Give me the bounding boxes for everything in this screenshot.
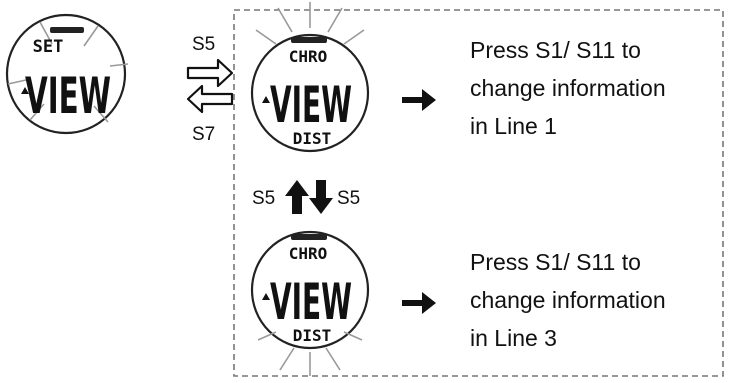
watch-face xyxy=(250,33,370,153)
watch-main-text: VIEW xyxy=(270,76,352,134)
up-arrow-icon xyxy=(285,180,309,214)
flash-rays xyxy=(255,2,365,45)
battery-bar xyxy=(291,37,327,43)
instruction-line3-text: Press S1/ S11 to change information in L… xyxy=(470,249,672,351)
watch-main-text: VIEW xyxy=(25,67,111,125)
indicator-arrow-icon xyxy=(21,87,29,94)
battery-bar xyxy=(291,234,327,240)
watch-top-text: SET xyxy=(33,37,64,57)
back-arrow-icon xyxy=(186,84,234,114)
watch-face xyxy=(5,13,127,135)
indicator-arrow-icon xyxy=(262,96,270,103)
instruction-line: in Line 1 xyxy=(470,113,557,139)
watch-bottom-text: DIST xyxy=(293,326,332,345)
indicator-arrow-icon xyxy=(262,293,270,300)
instruction-line1-text: Press S1/ S11 to change information in L… xyxy=(470,37,672,139)
instruction-line: change information xyxy=(470,75,666,101)
down-arrow-icon xyxy=(309,180,333,214)
battery-bar xyxy=(50,27,84,33)
s5-down-label: S5 xyxy=(337,188,360,209)
watch-view-line3: CHRO VIEW DIST xyxy=(250,230,370,376)
instruction-line: in Line 3 xyxy=(470,325,557,351)
flash-rays xyxy=(257,331,363,376)
watch-main-text: VIEW xyxy=(270,273,352,331)
watch-set-view: SET VIEW xyxy=(5,13,129,135)
view-mode-dashed-frame xyxy=(233,9,724,377)
watch-bottom-text: DIST xyxy=(293,129,332,148)
arrow-right-icon xyxy=(402,292,436,314)
arrow-right-icon xyxy=(402,89,436,111)
instruction-line: change information xyxy=(470,287,666,313)
forward-arrow-icon xyxy=(186,58,234,88)
s7-back-label: S7 xyxy=(192,124,215,145)
flash-rays xyxy=(7,21,129,123)
watch-view-line1: CHRO VIEW DIST xyxy=(250,2,370,153)
watch-top-text: CHRO xyxy=(289,47,328,66)
watch-top-text: CHRO xyxy=(289,244,328,263)
watch-face xyxy=(250,230,370,350)
s5-forward-label: S5 xyxy=(192,34,215,55)
instruction-line: Press S1/ S11 to xyxy=(470,249,641,275)
instruction-line: Press S1/ S11 to xyxy=(470,37,641,63)
s5-up-label: S5 xyxy=(252,188,275,209)
